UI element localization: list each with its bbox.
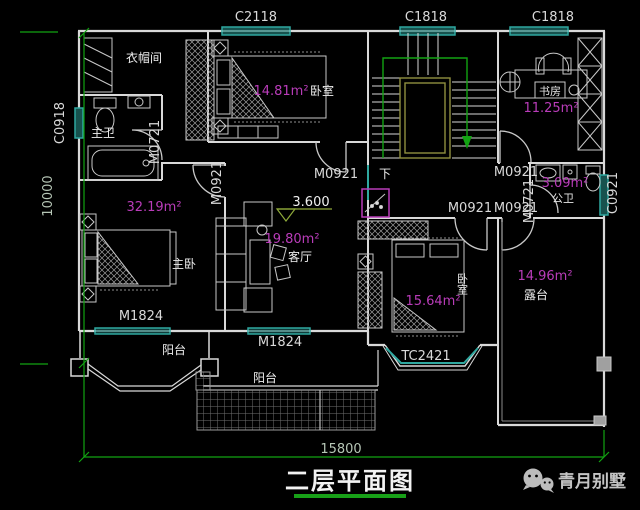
room-label-master-bath: 主卫 [91, 126, 115, 140]
window-label-c0921: C0921 [606, 172, 621, 214]
public-bath-fixtures [535, 164, 601, 192]
bed-top [211, 39, 327, 139]
study-desk-set [499, 37, 603, 151]
room-label-master-bedroom: 主卧 [172, 257, 196, 271]
watermark: 青月别墅 [523, 468, 626, 493]
window-label-c0918: C0918 [53, 102, 68, 144]
door-label-m1824-right: M1824 [258, 335, 302, 350]
dimension-height: 10000 [41, 175, 56, 216]
area-label-living: 19.80m² [264, 232, 319, 247]
door-master-bath [131, 129, 163, 161]
room-label-balcony-right: 阳台 [253, 370, 277, 385]
area-label-public-bath: 3.09m² [542, 176, 589, 191]
balconies [70, 331, 379, 431]
sliding-door-m1824-right [247, 327, 311, 335]
door-label-m0921-study: M0921 [494, 165, 538, 180]
toilet-master [93, 97, 117, 133]
elevation-marker [275, 208, 332, 222]
staircase [372, 33, 496, 159]
room-label-public-bath: 公卫 [552, 192, 574, 205]
stair-well [399, 77, 451, 159]
area-label-bedroom-top: 14.81m² [253, 84, 308, 99]
doors [131, 129, 559, 251]
dimension-width: 15800 [320, 442, 361, 457]
area-label-terrace: 14.96m² [517, 269, 572, 284]
sofa-set [215, 201, 291, 313]
stair-arrow [462, 136, 472, 149]
window-c2118 [221, 26, 291, 36]
window-c0918 [74, 107, 84, 139]
sink-master [127, 95, 151, 109]
title-underline [294, 494, 406, 498]
door-public-bath [529, 184, 559, 214]
room-label-terrace: 露台 [524, 287, 548, 302]
bed-bottom [357, 237, 465, 337]
door-bedroom-top [315, 141, 347, 173]
dimension-lines [20, 27, 610, 463]
terrace-parapet [501, 222, 612, 426]
door-label-m0921-master: M0921 [210, 161, 225, 205]
area-label-master-bedroom: 32.19m² [126, 200, 181, 215]
door-label-m0721-public: M0721 [522, 179, 537, 223]
room-label-study: 书房 [539, 85, 561, 98]
door-label-m0921-terrace: M0921 [494, 201, 538, 216]
bay-window-tc2421 [382, 344, 483, 371]
windows [74, 26, 609, 371]
wechat-icon [523, 468, 554, 493]
wardrobe-top [185, 39, 215, 141]
appliance-box [361, 188, 390, 218]
window-label-c2118: C2118 [235, 10, 277, 25]
door-label-m0921-bedroom2: M0921 [448, 201, 492, 216]
window-label-tc2421: TC2421 [400, 349, 450, 364]
drawing-title: 二层平面图 [285, 467, 415, 495]
door-label-m0921-hall: M0921 [314, 167, 358, 182]
room-label-bedroom-bottom: 卧室 [456, 273, 469, 295]
window-c1818-right [509, 26, 569, 36]
bathtub [87, 145, 159, 181]
tv-cabinet [357, 220, 429, 240]
window-label-c1818-left: C1818 [405, 10, 447, 25]
door-label-m1824-left: M1824 [119, 309, 163, 324]
furniture [79, 37, 603, 337]
elevation-text: 3.600 [292, 195, 329, 210]
sliding-door-m1824-left [94, 327, 171, 335]
watermark-text: 青月别墅 [558, 471, 626, 492]
door-study [499, 130, 532, 163]
room-label-closet: 衣帽间 [126, 50, 162, 65]
area-label-bedroom-bottom: 15.64m² [405, 294, 460, 309]
bed-master [79, 213, 177, 303]
door-label-m0721-master: M0721 [148, 120, 163, 164]
window-c0921 [599, 174, 609, 216]
stair-down-label: 下 [379, 167, 391, 181]
stair-direction-line [382, 57, 468, 158]
door-master-bedroom [192, 164, 226, 198]
room-label-balcony-left: 阳台 [162, 342, 186, 357]
room-label-living: 客厅 [288, 249, 312, 264]
window-label-c1818-right: C1818 [532, 10, 574, 25]
area-label-study: 11.25m² [523, 101, 578, 116]
room-label-bedroom-top: 卧室 [310, 83, 334, 98]
